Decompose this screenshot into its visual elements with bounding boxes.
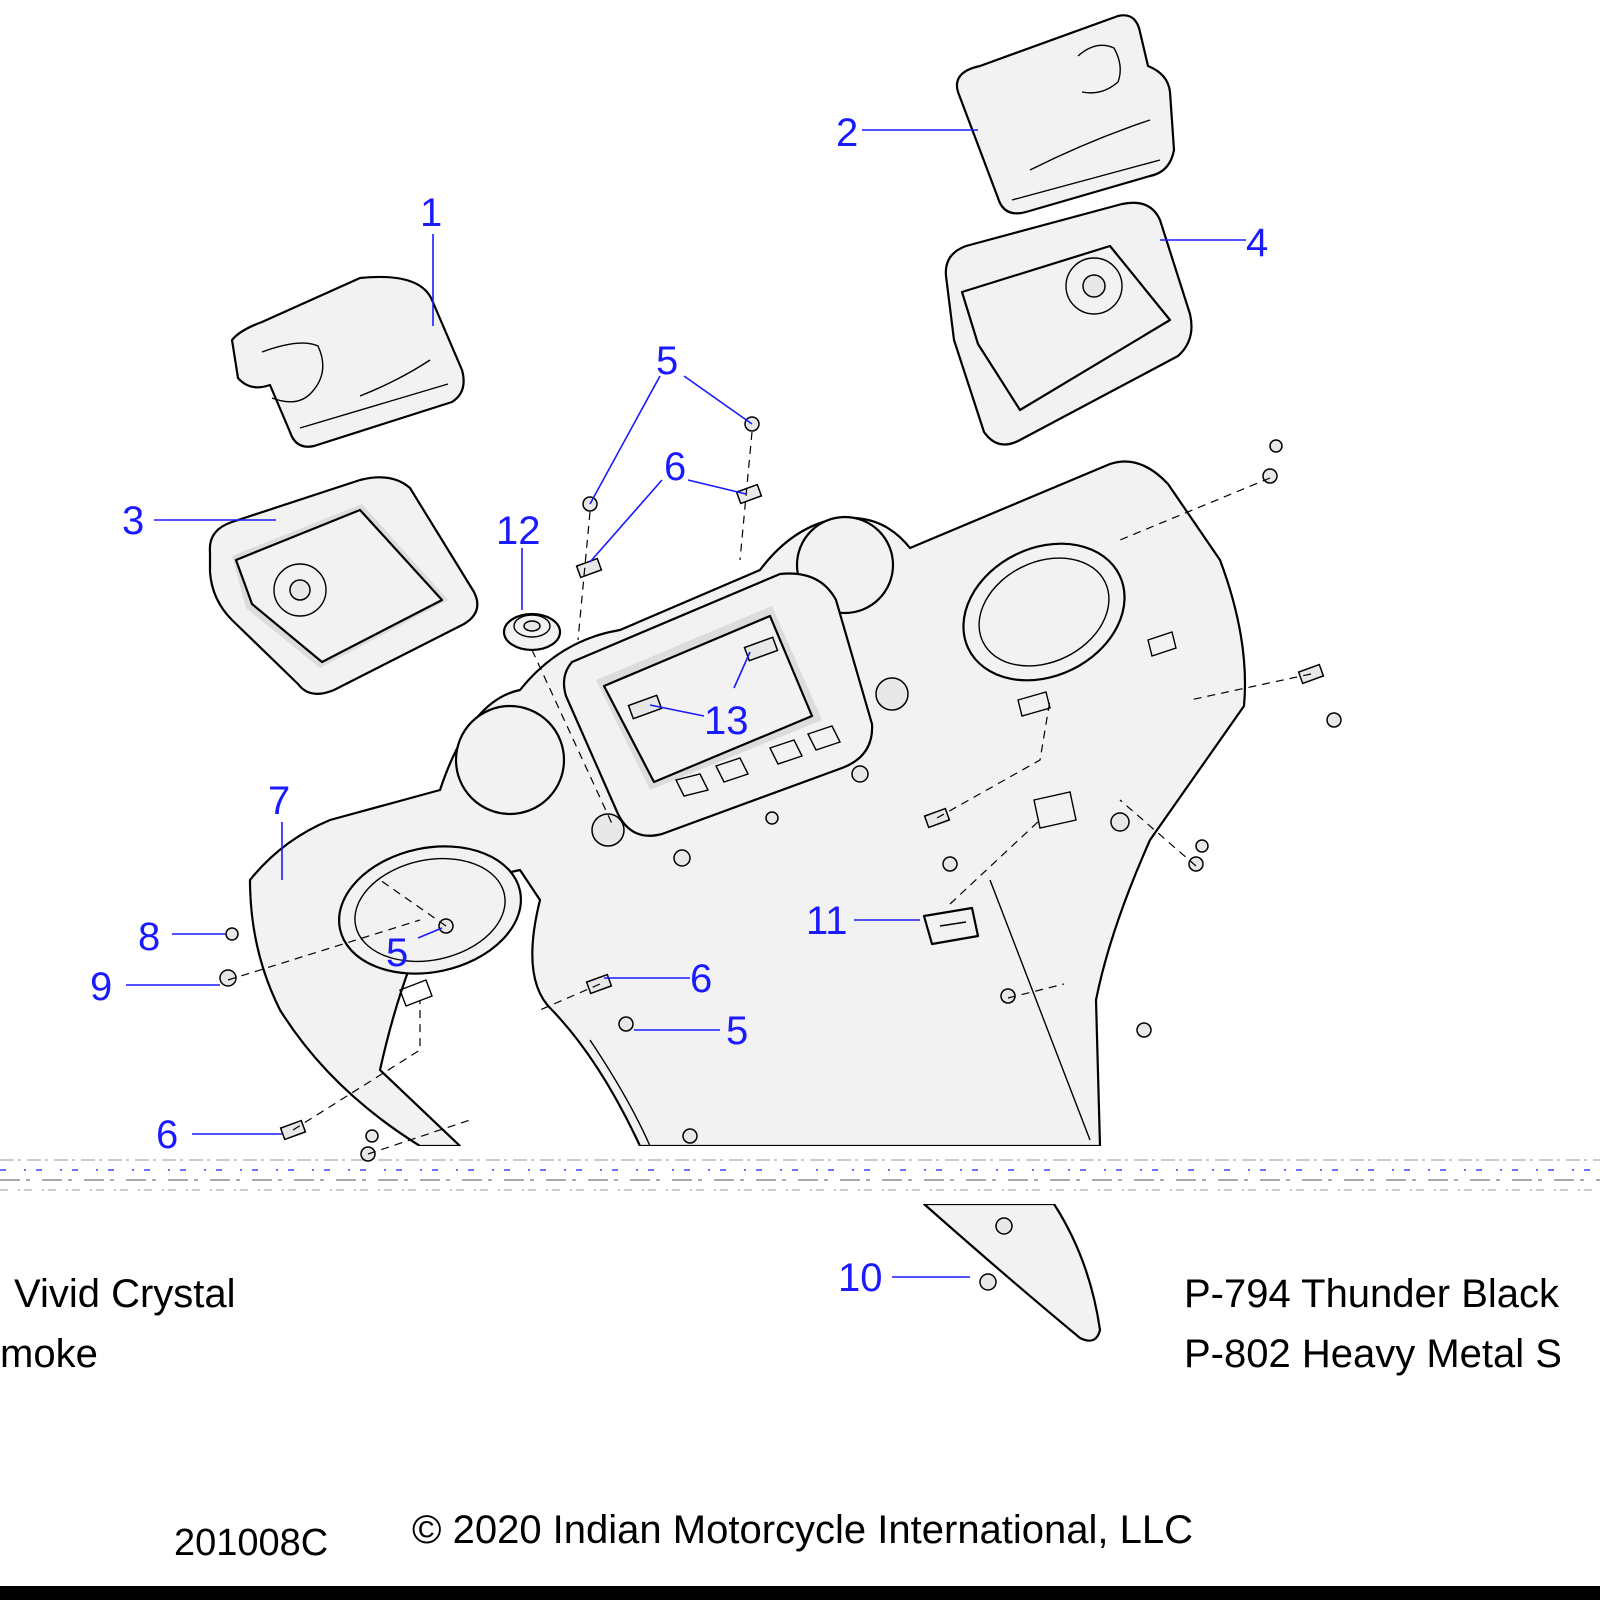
callout-13: 13 bbox=[704, 699, 749, 743]
color-note-left-line-2: moke bbox=[0, 1332, 98, 1376]
callout-9: 9 bbox=[90, 965, 112, 1009]
fasteners bbox=[219, 416, 1342, 1291]
callout-5-top: 5 bbox=[656, 339, 678, 383]
part-11-clip bbox=[922, 906, 980, 946]
callout-5-low: 5 bbox=[726, 1009, 748, 1053]
callout-6-low: 6 bbox=[156, 1113, 178, 1157]
part-2-cover-right bbox=[955, 14, 1176, 215]
callout-5-mid: 5 bbox=[386, 931, 408, 975]
callout-7: 7 bbox=[268, 779, 290, 823]
callout-11: 11 bbox=[806, 899, 848, 943]
color-note-left-line-1: Vivid Crystal bbox=[14, 1272, 236, 1316]
fairing-lower-tip bbox=[922, 1202, 1102, 1342]
part-3-bezel-left bbox=[208, 476, 479, 695]
callout-2: 2 bbox=[836, 111, 858, 155]
part-1-cover-left bbox=[230, 275, 465, 448]
callout-12: 12 bbox=[496, 509, 541, 553]
color-note-right-line-2: P-802 Heavy Metal S bbox=[1184, 1332, 1562, 1376]
callout-4: 4 bbox=[1246, 221, 1268, 265]
callout-6-mid: 6 bbox=[690, 957, 712, 1001]
callout-labels: 1 2 3 4 5 6 12 13 7 8 5 6 9 5 11 6 10 bbox=[90, 111, 1268, 1300]
assembly-lines bbox=[227, 431, 1312, 1155]
callout-10: 10 bbox=[838, 1256, 883, 1300]
drawing-number: 201008C bbox=[174, 1522, 329, 1564]
callout-1: 1 bbox=[420, 191, 442, 235]
part-12-grommet bbox=[502, 612, 562, 652]
bottom-border-bar bbox=[0, 1586, 1600, 1600]
callout-3: 3 bbox=[122, 499, 144, 543]
part-4-bezel-right bbox=[944, 201, 1193, 446]
scan-artifact-band bbox=[0, 1146, 1600, 1204]
callout-8: 8 bbox=[138, 915, 160, 959]
leader-lines bbox=[126, 129, 1246, 1278]
color-note-right-line-1: P-794 Thunder Black bbox=[1184, 1272, 1560, 1316]
callout-6-top: 6 bbox=[664, 445, 686, 489]
copyright-notice: © 2020 Indian Motorcycle International, … bbox=[412, 1508, 1194, 1552]
part-7-inner-fairing bbox=[248, 460, 1247, 1148]
